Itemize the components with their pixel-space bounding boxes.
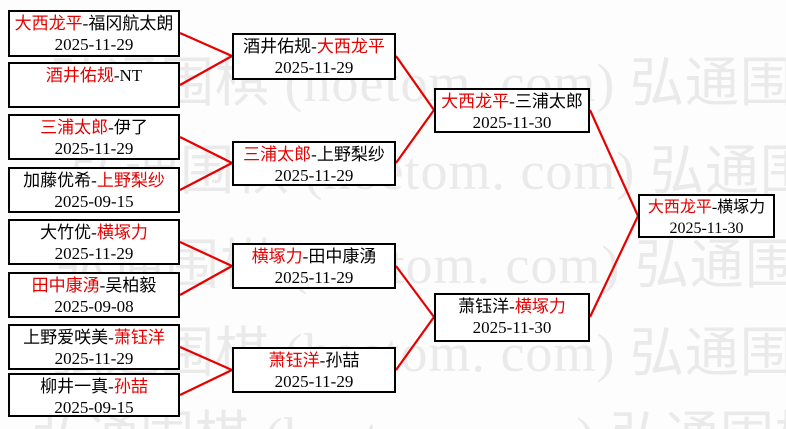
player-name: 加藤优希 (23, 171, 92, 190)
player-name: 伊了 (113, 118, 148, 137)
match-box-r1-7: 上野爱咲美-萧钰洋 2025-11-29 (8, 324, 180, 370)
player-name: 横塚力 (717, 199, 766, 216)
separator: - (108, 377, 114, 396)
match-box-r1-3: 三浦太郎-伊了 2025-11-29 (8, 114, 180, 160)
player-name: 田中康湧 (308, 247, 377, 266)
player-name: 横塚力 (96, 223, 148, 242)
match-date: 2025-11-29 (274, 166, 354, 185)
match-players: 大西龙平-横塚力 (648, 197, 765, 218)
player-name: 三浦太郎 (243, 145, 312, 164)
player-name: 田中康湧 (31, 276, 100, 295)
separator: - (319, 351, 326, 370)
match-date: 2025-11-30 (472, 318, 552, 337)
match-players: 大西龙平-三浦太郎 (441, 91, 583, 112)
match-box-final: 大西龙平-横塚力 2025-11-30 (638, 194, 775, 238)
separator: - (509, 297, 515, 316)
match-players: 田中康湧-吴柏毅 (32, 275, 157, 296)
match-box-r1-2: 酒井佑规-NT (8, 62, 180, 108)
match-players: 萧钰洋-孙喆 (269, 350, 360, 371)
watermark-text: 弘通围棋 (hoetom. com) 弘通围棋 (hoetom. com) (30, 392, 786, 429)
player-name: 大西龙平 (14, 14, 83, 33)
player-name: 柳井一真 (40, 377, 109, 396)
match-date: 2025-11-29 (54, 139, 134, 158)
match-date: 2025-11-29 (274, 268, 354, 287)
separator: - (82, 14, 89, 33)
match-players: 上野爱咲美-萧钰洋 (23, 327, 165, 348)
match-players: 大竹优-横塚力 (40, 222, 148, 243)
match-players: 酒井佑规-NT (46, 65, 142, 86)
match-players: 加藤优希-上野梨纱 (23, 170, 165, 191)
player-name: 孙喆 (113, 377, 148, 396)
player-name: 大竹优 (40, 223, 92, 242)
match-date: 2025-11-30 (472, 113, 552, 132)
match-box-r1-5: 大竹优-横塚力 2025-11-29 (8, 219, 180, 265)
match-box-sf-1: 大西龙平-三浦太郎 2025-11-30 (434, 88, 590, 133)
player-name: 萧钰洋 (113, 328, 165, 347)
match-players: 横塚力-田中康湧 (252, 246, 377, 267)
player-name: 上野梨纱 (96, 171, 165, 190)
match-players: 三浦太郎-上野梨纱 (243, 144, 385, 165)
player-name: 福冈航太朗 (88, 14, 174, 33)
match-box-r2-3: 横塚力-田中康湧 2025-11-29 (232, 243, 396, 289)
separator: - (509, 92, 515, 111)
separator: - (113, 66, 120, 85)
separator: - (108, 328, 114, 347)
player-name: 大西龙平 (647, 199, 712, 216)
separator: - (711, 199, 718, 216)
player-name: 横塚力 (251, 247, 303, 266)
player-name: 吴柏毅 (105, 276, 157, 295)
player-name: 孙喆 (325, 351, 360, 370)
match-date: 2025-11-30 (669, 220, 744, 237)
separator: - (91, 171, 97, 190)
match-box-r1-6: 田中康湧-吴柏毅 2025-09-08 (8, 272, 180, 318)
match-date: 2025-11-29 (274, 372, 354, 391)
match-date: 2025-09-15 (54, 398, 134, 417)
separator: - (311, 37, 317, 56)
player-name: 酒井佑规 (45, 66, 114, 85)
player-name: 酒井佑规 (243, 37, 312, 56)
match-players: 柳井一真-孙喆 (40, 376, 148, 397)
match-players: 大西龙平-福冈航太朗 (15, 13, 174, 34)
player-name: 上野梨纱 (316, 145, 385, 164)
match-box-r1-8: 柳井一真-孙喆 2025-09-15 (8, 373, 180, 417)
match-box-r1-4: 加藤优希-上野梨纱 2025-09-15 (8, 167, 180, 213)
player-name: 大西龙平 (441, 92, 510, 111)
match-date: 2025-11-29 (274, 58, 354, 77)
match-date: 2025-09-08 (54, 297, 134, 316)
separator: - (311, 145, 317, 164)
match-date: 2025-11-29 (54, 244, 134, 263)
match-date: 2025-11-29 (54, 349, 134, 368)
player-name: 大西龙平 (316, 37, 385, 56)
separator: - (108, 118, 114, 137)
match-box-r2-4: 萧钰洋-孙喆 2025-11-29 (232, 347, 396, 393)
player-name: NT (119, 66, 143, 85)
match-box-r1-1: 大西龙平-福冈航太朗 2025-11-29 (8, 10, 180, 57)
match-players: 酒井佑规-大西龙平 (243, 36, 385, 57)
match-date: 2025-09-15 (54, 192, 134, 211)
separator: - (91, 223, 97, 242)
player-name: 上野爱咲美 (23, 328, 109, 347)
player-name: 萧钰洋 (458, 297, 510, 316)
watermark-text: 弘通围棋 (hoetom. com) 弘通围棋 (hoetom. com) (70, 141, 786, 201)
match-players: 三浦太郎-伊了 (40, 117, 148, 138)
match-date: 2025-11-29 (54, 35, 134, 54)
player-name: 萧钰洋 (268, 351, 320, 370)
separator: - (302, 247, 309, 266)
player-name: 横塚力 (514, 297, 566, 316)
match-box-r2-1: 酒井佑规-大西龙平 2025-11-29 (232, 33, 396, 80)
separator: - (99, 276, 106, 295)
match-box-sf-2: 萧钰洋-横塚力 2025-11-30 (434, 293, 590, 342)
match-box-r2-2: 三浦太郎-上野梨纱 2025-11-29 (232, 141, 396, 186)
player-name: 三浦太郎 (514, 92, 583, 111)
match-players: 萧钰洋-横塚力 (458, 296, 566, 317)
player-name: 三浦太郎 (40, 118, 109, 137)
